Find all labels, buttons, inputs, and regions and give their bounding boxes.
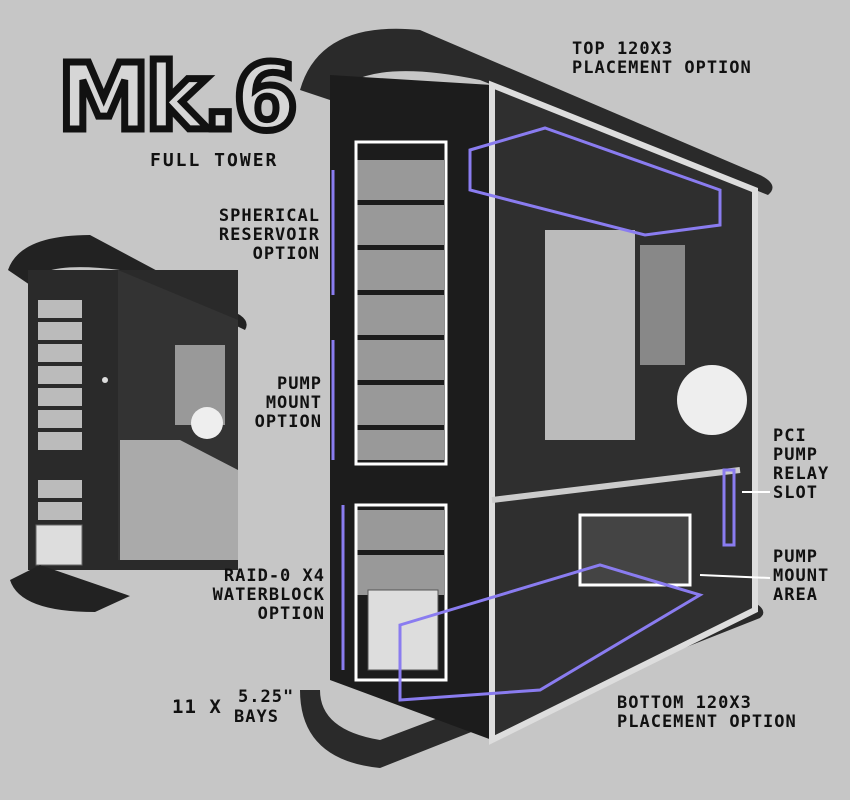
label-reservoir: SPHERICAL RESERVOIR OPTION	[218, 206, 320, 264]
label-raid: RAID-0 X4 WATERBLOCK OPTION	[212, 566, 325, 624]
label-pci-relay: PCI PUMP RELAY SLOT	[773, 426, 830, 503]
label-pump-mount-area: PUMP MOUNT AREA	[773, 547, 830, 605]
label-bays-size: 5.25"	[238, 687, 295, 707]
label-bottom-fans: BOTTOM 120X3 PLACEMENT OPTION	[617, 693, 797, 732]
main-case-render	[300, 28, 773, 768]
logo-subtitle: FULL TOWER	[150, 150, 279, 171]
label-top-fans: TOP 120X3 PLACEMENT OPTION	[572, 39, 752, 78]
logo-title: Mk.6	[55, 44, 302, 151]
label-pump-mount-option: PUMP MOUNT OPTION	[254, 374, 322, 432]
label-bays-count: 11 X	[172, 696, 222, 718]
small-case-render	[8, 235, 247, 612]
label-bays-word: BAYS	[234, 707, 279, 727]
